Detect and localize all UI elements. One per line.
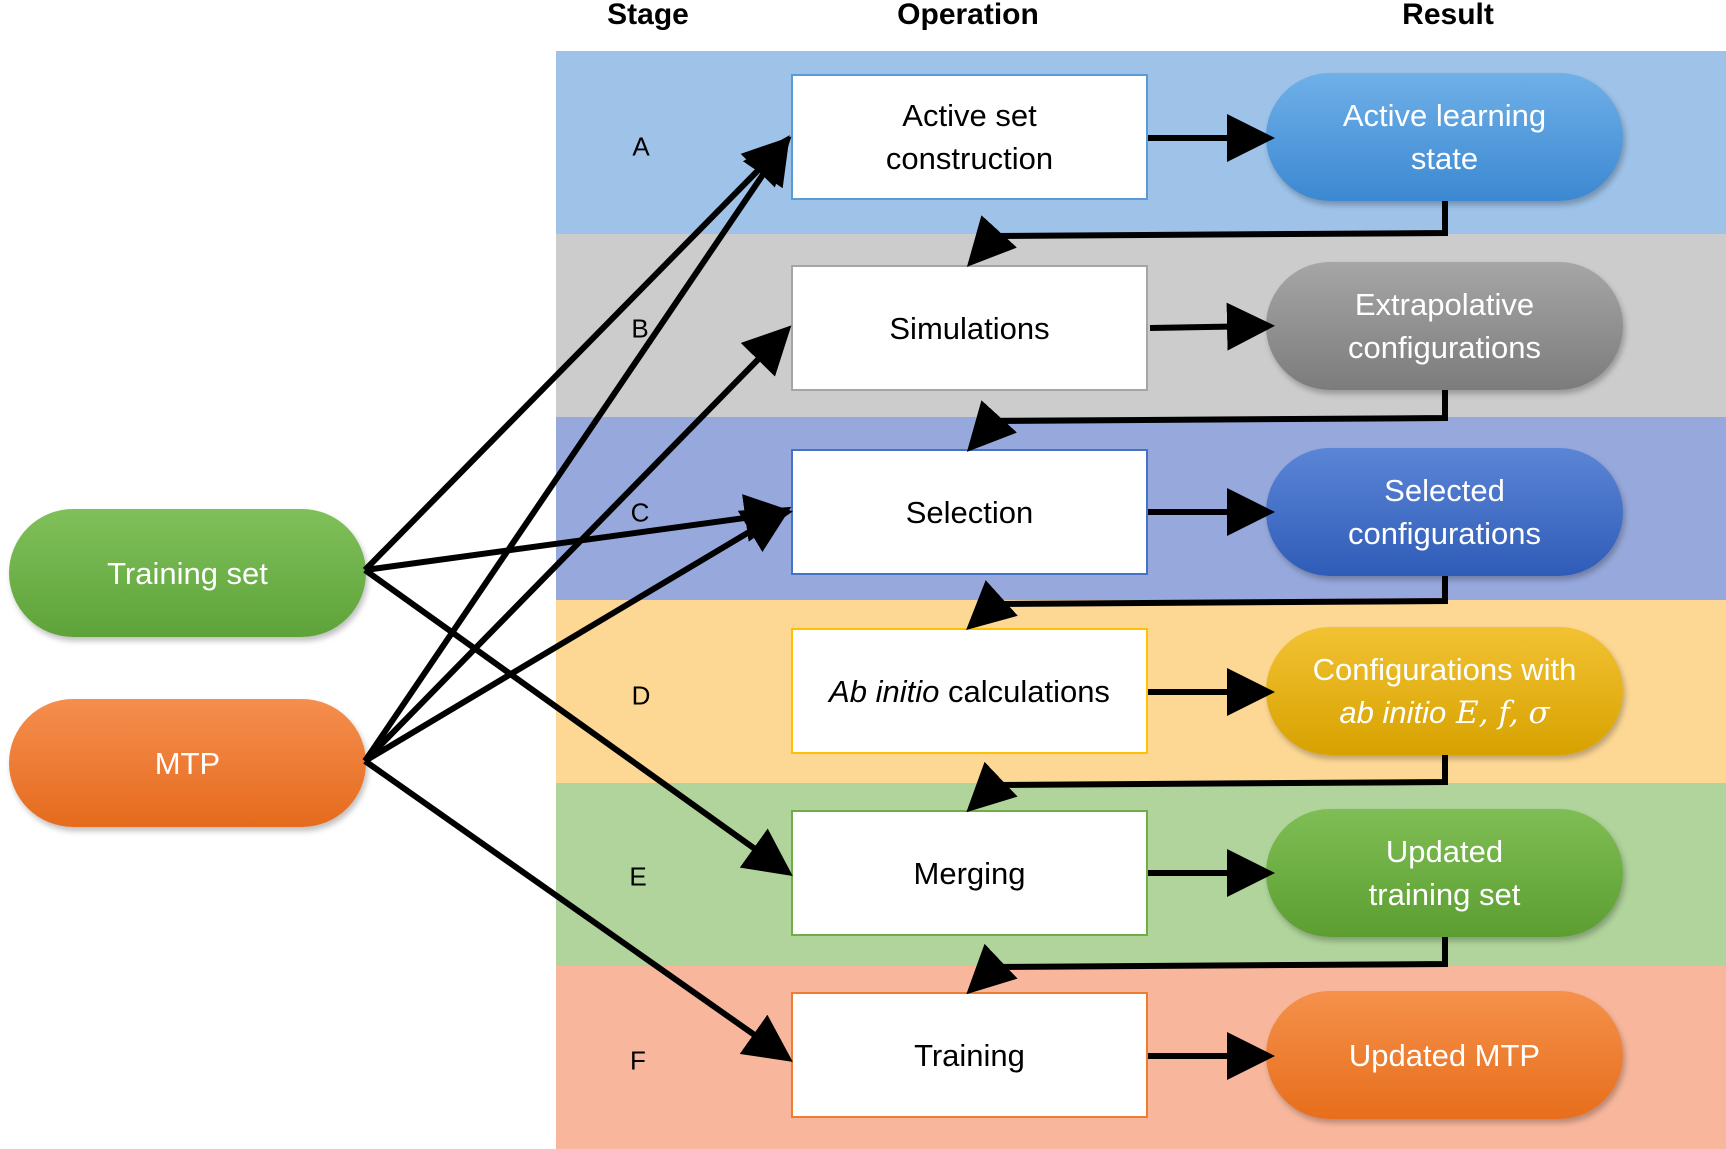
operation-italic-prefix: Ab initio bbox=[829, 673, 940, 709]
result-line: training set bbox=[1368, 877, 1521, 912]
result-line: Active learning bbox=[1342, 98, 1547, 133]
operation-suffix: calculations bbox=[939, 673, 1110, 709]
input-label: MTP bbox=[154, 745, 221, 781]
result-line: Updated bbox=[1385, 834, 1504, 869]
arrow-result-e-to-operation-f bbox=[966, 937, 1448, 995]
arrow-mtp-to-a bbox=[362, 135, 790, 763]
input-mtp: MTP bbox=[9, 699, 366, 827]
stage-letter-d: D bbox=[631, 680, 651, 711]
operation-line: Active set bbox=[902, 98, 1037, 133]
result-selected-configurations: Selected configurations bbox=[1266, 448, 1623, 576]
arrow-training-set-to-e bbox=[363, 567, 793, 876]
input-label: Training set bbox=[107, 555, 268, 591]
result-line: Selected bbox=[1384, 473, 1505, 508]
result-math-symbols: E, f, σ bbox=[1446, 694, 1550, 731]
result-extrapolative-configurations: Extrapolative configurations bbox=[1266, 262, 1623, 390]
arrow-mtp-to-b bbox=[362, 325, 792, 764]
stage-letter-f: F bbox=[630, 1045, 646, 1076]
stage-header: Stage bbox=[607, 0, 689, 31]
stage-letter-a: A bbox=[632, 131, 650, 162]
arrow-mtp-to-f bbox=[363, 758, 793, 1062]
result-line: Extrapolative bbox=[1354, 287, 1535, 322]
arrow-result-a-to-operation-b bbox=[966, 201, 1448, 267]
result-line: configurations bbox=[1347, 516, 1541, 551]
operation-line: Merging bbox=[913, 855, 1026, 891]
operation-training: Training bbox=[791, 992, 1148, 1118]
result-line: state bbox=[1410, 141, 1479, 176]
feedback-arrows bbox=[966, 201, 1448, 995]
operation-active-set-construction: Active set construction bbox=[791, 74, 1148, 200]
operation-selection: Selection bbox=[791, 449, 1148, 575]
stage-letter-e: E bbox=[629, 861, 647, 892]
result-updated-mtp: Updated MTP bbox=[1266, 991, 1623, 1119]
operation-line: Selection bbox=[905, 494, 1034, 530]
arrow-result-c-to-operation-d bbox=[966, 576, 1448, 631]
arrow-training-set-to-c bbox=[364, 494, 793, 573]
result-italic-text: ab initio bbox=[1339, 694, 1447, 730]
result-active-learning-state: Active learning state bbox=[1266, 73, 1623, 201]
operation-line: Training bbox=[914, 1037, 1025, 1073]
arrow-result-d-to-operation-e bbox=[966, 755, 1448, 813]
horizontal-arrows bbox=[1148, 114, 1275, 1080]
input-training-set: Training set bbox=[9, 509, 366, 637]
operation-line: Simulations bbox=[889, 310, 1050, 346]
result-configurations-with-ab-initio: Configurations with ab initio E, f, σ bbox=[1266, 627, 1623, 755]
operation-merging: Merging bbox=[791, 810, 1148, 936]
stage-letter-b: B bbox=[631, 313, 649, 344]
arrow-mtp-to-c bbox=[363, 506, 792, 764]
operation-line: construction bbox=[885, 141, 1054, 176]
input-arrows bbox=[362, 135, 793, 1062]
operation-ab-initio-calculations: Ab initio calculations bbox=[791, 628, 1148, 754]
stage-letter-c: C bbox=[630, 497, 650, 528]
operation-header: Operation bbox=[897, 0, 1039, 31]
result-line: ab initio E, f, σ bbox=[1313, 691, 1577, 735]
result-line: configurations bbox=[1347, 330, 1541, 365]
arrow-operation-to-result-b bbox=[1149, 302, 1275, 351]
result-header: Result bbox=[1402, 0, 1494, 31]
result-line: Configurations with bbox=[1312, 651, 1577, 687]
arrow-training-set-to-a bbox=[362, 136, 792, 573]
result-line: Updated MTP bbox=[1348, 1037, 1541, 1073]
result-updated-training-set: Updated training set bbox=[1266, 809, 1623, 937]
arrow-result-b-to-operation-c bbox=[966, 390, 1448, 452]
